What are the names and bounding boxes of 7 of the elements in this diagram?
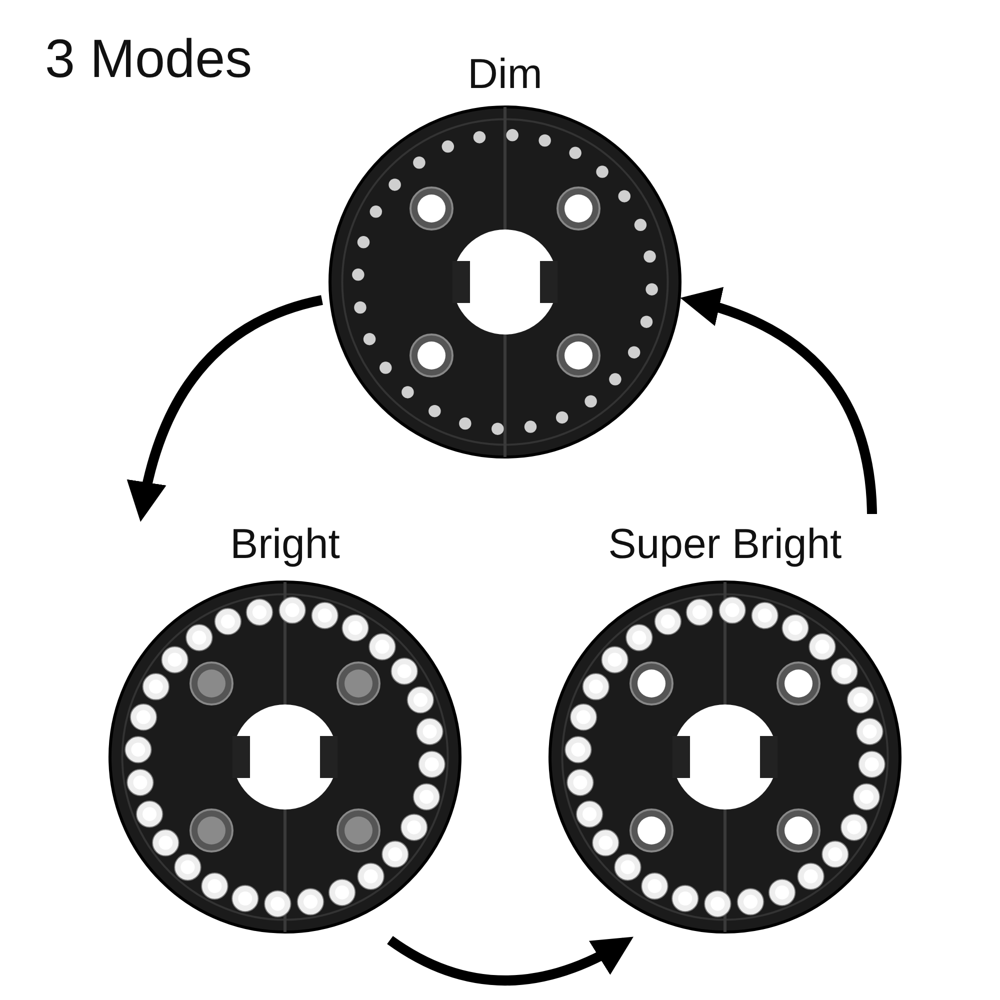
title: 3 Modes: [45, 28, 252, 90]
arrow: [387, 936, 634, 986]
mode-label: Bright: [230, 520, 340, 568]
arrow: [128, 295, 324, 522]
arrow: [680, 288, 877, 514]
mode-label: Super Bright: [608, 520, 842, 568]
mode-label: Dim: [468, 50, 542, 98]
